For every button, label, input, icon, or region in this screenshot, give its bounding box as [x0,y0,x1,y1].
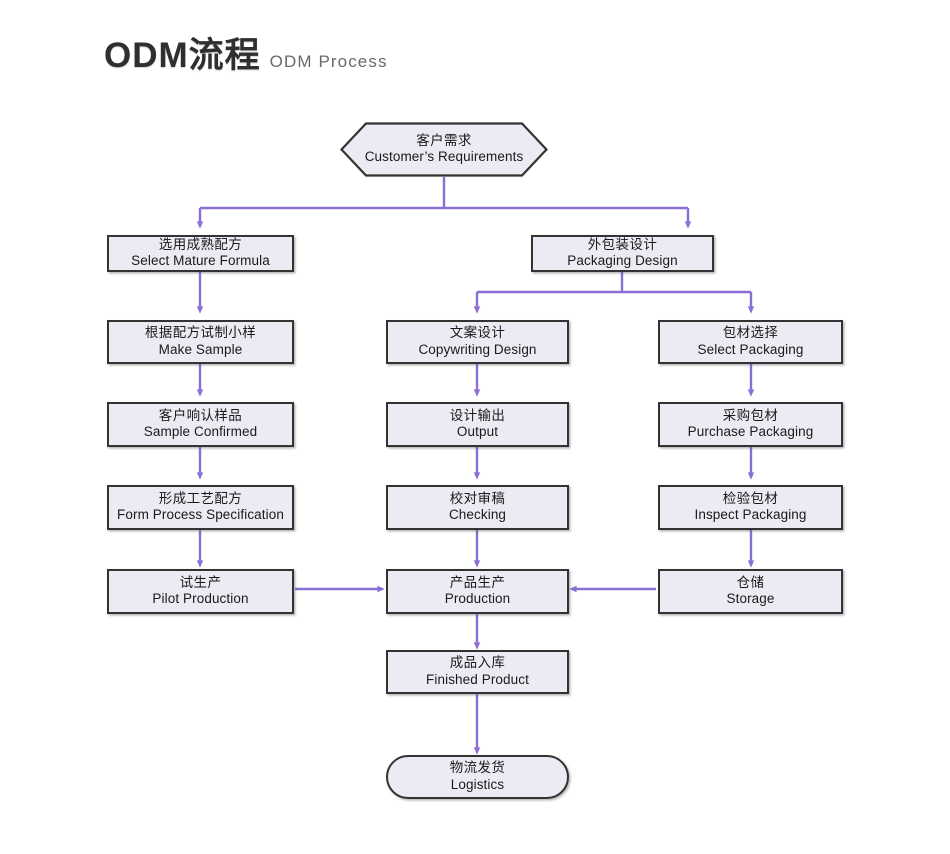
node-logistics[interactable]: 物流发货 Logistics [386,755,569,799]
node-production[interactable]: 产品生产 Production [386,569,569,614]
node-sample-confirmed[interactable]: 客户响认样品 Sample Confirmed [107,402,294,447]
node-customer-requirements[interactable]: 客户需求 Customer’s Requirements [340,122,548,177]
node-label-en: Select Packaging [697,341,804,357]
node-label-en: Copywriting Design [418,341,537,357]
node-inspect-packaging[interactable]: 检验包材 Inspect Packaging [658,485,843,530]
node-form-process-specification[interactable]: 形成工艺配方 Form Process Specification [107,485,294,530]
node-packaging-design[interactable]: 外包装设计 Packaging Design [531,235,714,272]
node-pilot-production[interactable]: 试生产 Pilot Production [107,569,294,614]
node-label-cn: 外包装设计 [587,236,658,252]
node-label-cn: 成品入库 [449,655,506,671]
node-label-en: Production [444,591,511,607]
node-label-cn: 仓储 [736,574,765,590]
node-label-en: Inspect Packaging [694,507,807,523]
node-label-en: Make Sample [158,341,243,357]
node-label-cn: 客户需求 [416,132,472,148]
node-label-cn: 选用成熟配方 [158,236,243,252]
page-header: ODM流程 ODM Process [104,38,388,73]
node-label-cn: 产品生产 [449,574,506,590]
page-title-en: ODM Process [269,52,388,71]
node-label-en: Storage [726,591,775,607]
page-title-cn: ODM流程 [104,36,261,75]
node-label-cn: 包材选择 [722,325,779,341]
node-label-cn: 形成工艺配方 [158,490,243,506]
node-select-packaging[interactable]: 包材选择 Select Packaging [658,320,843,364]
node-purchase-packaging[interactable]: 采购包材 Purchase Packaging [658,402,843,447]
node-label-en: Checking [448,507,507,523]
node-label-cn: 检验包材 [722,490,779,506]
node-label-en: Select Mature Formula [131,253,270,269]
hexagon-shape [340,122,548,177]
node-label-cn: 文案设计 [449,325,506,341]
node-checking[interactable]: 校对审稿 Checking [386,485,569,530]
node-label-en: Logistics [450,776,505,792]
node-label-cn: 物流发货 [449,760,506,776]
node-make-sample[interactable]: 根据配方试制小样 Make Sample [107,320,294,364]
node-label-en: Output [456,424,499,440]
node-storage[interactable]: 仓储 Storage [658,569,843,614]
node-label-cn: 试生产 [179,574,222,590]
node-output[interactable]: 设计输出 Output [386,402,569,447]
node-label-en: Pilot Production [152,591,249,607]
node-select-mature-formula[interactable]: 选用成熟配方 Select Mature Formula [107,235,294,272]
node-label-cn: 客户响认样品 [158,407,243,423]
node-label-en: Purchase Packaging [687,424,814,440]
node-label-en: Customer’s Requirements [364,149,524,165]
node-label-cn: 采购包材 [722,407,779,423]
node-label-en: Sample Confirmed [143,424,258,440]
node-label-cn: 校对审稿 [449,490,506,506]
node-label-cn: 设计输出 [449,407,506,423]
node-finished-product[interactable]: 成品入库 Finished Product [386,650,569,694]
node-copywriting-design[interactable]: 文案设计 Copywriting Design [386,320,569,364]
node-label-cn: 根据配方试制小样 [144,325,257,341]
node-label-en: Finished Product [426,671,529,687]
node-label-en: Form Process Specification [117,507,284,523]
node-label-en: Packaging Design [567,253,678,269]
